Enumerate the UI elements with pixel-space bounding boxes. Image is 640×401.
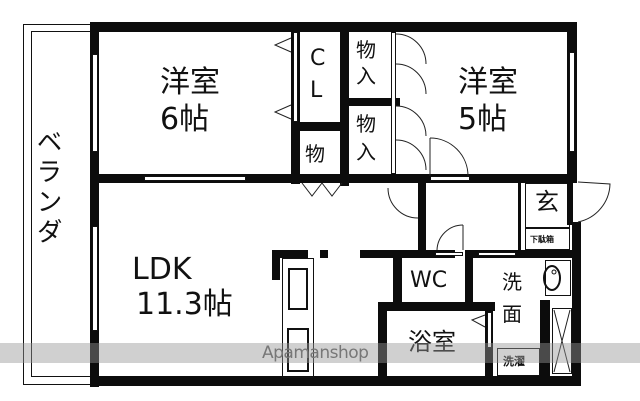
room-6jo-size: 6帖 bbox=[160, 102, 210, 137]
washbasin-bowl-icon bbox=[543, 265, 561, 291]
window-left-lower bbox=[92, 226, 98, 331]
wall-storage-bottom bbox=[291, 174, 431, 183]
ldk-size: 11.3帖 bbox=[136, 287, 233, 322]
wall-cl-bottom bbox=[291, 122, 348, 131]
kitchen-stove bbox=[287, 328, 309, 372]
storage-x-box bbox=[552, 308, 572, 374]
wall-hall-left bbox=[418, 176, 426, 251]
storage-2-top: 物 bbox=[356, 112, 376, 136]
wall-bath-left bbox=[378, 302, 387, 386]
window-6jo-ldk bbox=[144, 176, 246, 181]
door-5jo bbox=[430, 176, 470, 181]
wall-top bbox=[90, 22, 577, 32]
wall-kitchen-left bbox=[272, 250, 280, 280]
room-5jo-name: 洋室 bbox=[458, 65, 518, 100]
storage-small-label: 物 bbox=[305, 142, 325, 166]
toilet-label: WC bbox=[410, 268, 448, 293]
wall-entrance-left bbox=[518, 183, 521, 251]
wall-wash-top bbox=[470, 250, 575, 258]
storage-1-bottom: 入 bbox=[356, 64, 376, 88]
wall-entrance-right bbox=[567, 183, 573, 225]
wall-kitchen-top bbox=[272, 250, 308, 258]
storage-1-top: 物 bbox=[356, 38, 376, 62]
wall-bottom bbox=[90, 376, 580, 386]
washing-machine-area bbox=[497, 348, 540, 376]
storage-2-bottom: 入 bbox=[356, 140, 376, 164]
wall-wc-right bbox=[465, 250, 473, 310]
wall-5jo-bottom bbox=[420, 174, 577, 183]
storage-x-icon bbox=[553, 309, 571, 373]
room-5jo-size: 5帖 bbox=[458, 102, 508, 137]
wall-right-lower bbox=[572, 222, 581, 386]
washroom-top: 洗 bbox=[502, 270, 522, 294]
ldk-name: LDK bbox=[132, 252, 192, 287]
kitchen-sink bbox=[288, 268, 308, 310]
washroom-bottom: 面 bbox=[502, 302, 522, 326]
room-6jo-name: 洋室 bbox=[160, 65, 220, 100]
storage-door-strip bbox=[391, 32, 396, 174]
shoe-box-label: 下駄箱 bbox=[530, 235, 554, 244]
bathroom-label: 浴室 bbox=[408, 328, 456, 356]
closet-cl-c: C bbox=[310, 46, 326, 71]
washbasin bbox=[545, 260, 571, 296]
wall-left bbox=[90, 22, 99, 387]
wall-storage-divider bbox=[340, 98, 400, 106]
door-bath bbox=[487, 312, 492, 348]
watermark-text: Apamanshop bbox=[262, 343, 369, 363]
window-left-upper bbox=[92, 54, 98, 152]
entrance-label: 玄 bbox=[535, 188, 559, 216]
wall-wash-right bbox=[540, 300, 550, 386]
shoe-box bbox=[525, 228, 570, 250]
cl-door-strip bbox=[293, 32, 298, 122]
veranda-label: ベランダ bbox=[32, 128, 62, 248]
laundry-label: 洗濯 bbox=[503, 355, 525, 368]
closet-cl-l: L bbox=[310, 78, 323, 103]
wall-wc-bottom bbox=[378, 302, 495, 311]
wall-ldk-stub bbox=[320, 250, 328, 258]
wall-wc-left bbox=[393, 250, 402, 310]
window-right bbox=[569, 52, 575, 152]
door-wc-top bbox=[435, 252, 463, 256]
watermark-band bbox=[0, 343, 640, 363]
door-washroom bbox=[478, 252, 516, 256]
kitchen-counter bbox=[282, 258, 314, 378]
